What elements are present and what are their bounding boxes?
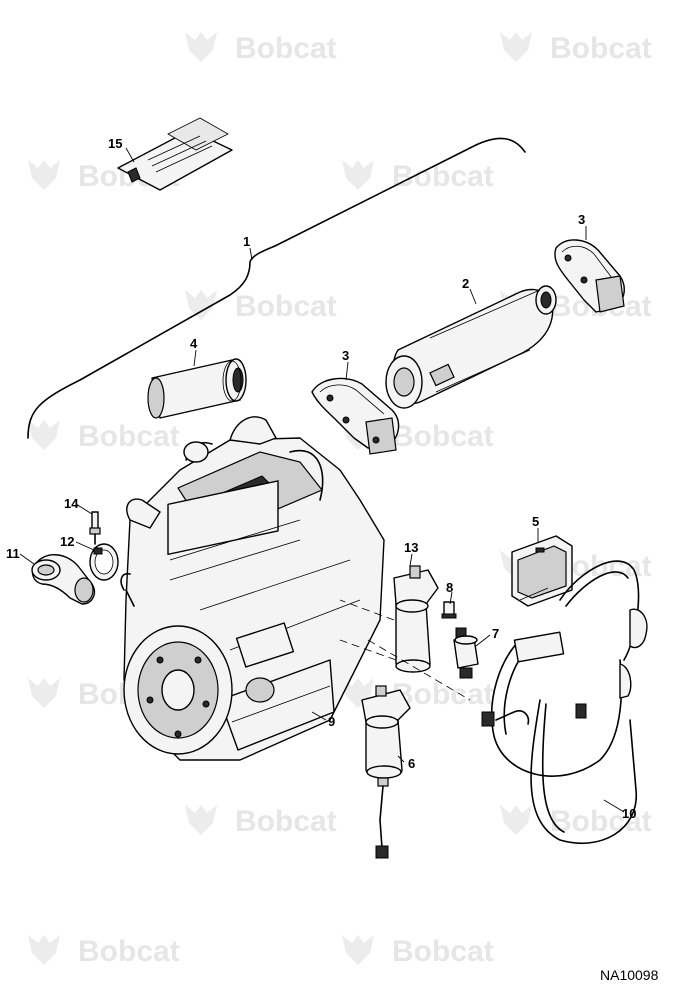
wire-harness-10 [481,560,648,845]
callout-3: 3 [342,348,349,363]
intake-tube-4 [147,358,247,419]
bobcat-head-icon [185,805,217,835]
bobcat-head-icon [185,32,217,62]
assembly-line [367,639,471,701]
bobcat-head-icon [28,160,60,190]
document-id: NA10098 [600,967,659,983]
clamp-12 [89,543,119,581]
watermark-text: Bobcat [392,935,494,968]
watermark-text: Bobcat [78,420,180,453]
callout-15: 15 [108,136,122,151]
decal-15 [117,117,233,191]
watermark-text: Bobcat [392,420,494,453]
callout-3: 3 [578,212,585,227]
watermark: Bobcat [28,935,180,968]
fuel-filter-13 [393,565,439,673]
bobcat-head-icon [342,160,374,190]
assembly-line [339,599,395,621]
bobcat-head-icon [342,935,374,965]
mounting-band-3-right [554,239,625,313]
watermark-text: Bobcat [392,160,494,193]
watermark: Bobcat [28,420,180,453]
watermark: Bobcat [342,935,494,968]
assembly-line [339,639,397,661]
engine-9 [120,416,385,761]
watermark: Bobcat [342,420,494,453]
watermark: Bobcat [185,32,337,65]
callout-1: 1 [243,234,250,249]
elbow-11 [31,554,96,605]
fitting-8 [441,601,457,619]
watermark: Bobcat [185,805,337,838]
inline-filter-7 [453,627,479,679]
watermark: Bobcat [500,32,652,65]
dpf-canister-2 [385,285,557,409]
watermark: Bobcat [342,160,494,193]
bobcat-head-icon [28,420,60,450]
callout-10: 10 [622,806,636,821]
watermark-text: Bobcat [78,935,180,968]
callouts: 15 1 3 2 4 3 14 5 12 11 13 8 7 9 6 10 [6,136,636,821]
callout-9: 9 [328,714,335,729]
watermark-text: Bobcat [235,290,337,323]
callout-7: 7 [492,626,499,641]
callout-4: 4 [190,336,198,351]
bobcat-head-icon [500,32,532,62]
assembly-bracket [27,137,526,439]
callout-5: 5 [532,514,539,529]
watermark-text: Bobcat [550,32,652,65]
watermark-text: Bobcat [235,805,337,838]
water-separator-6 [361,685,411,859]
bobcat-head-icon [28,935,60,965]
callout-11: 11 [6,546,20,561]
watermark: Bobcat [185,290,337,323]
callout-8: 8 [446,580,453,595]
callout-13: 13 [404,540,418,555]
callout-14: 14 [64,496,79,511]
sensor-14 [89,511,101,545]
callout-6: 6 [408,756,415,771]
bobcat-head-icon [28,678,60,708]
controller-5 [511,535,573,607]
leader-lines [19,147,625,813]
watermark-text: Bobcat [235,32,337,65]
mounting-band-3-left [311,377,400,455]
callout-2: 2 [462,276,469,291]
callout-12: 12 [60,534,74,549]
bobcat-head-icon [500,805,532,835]
